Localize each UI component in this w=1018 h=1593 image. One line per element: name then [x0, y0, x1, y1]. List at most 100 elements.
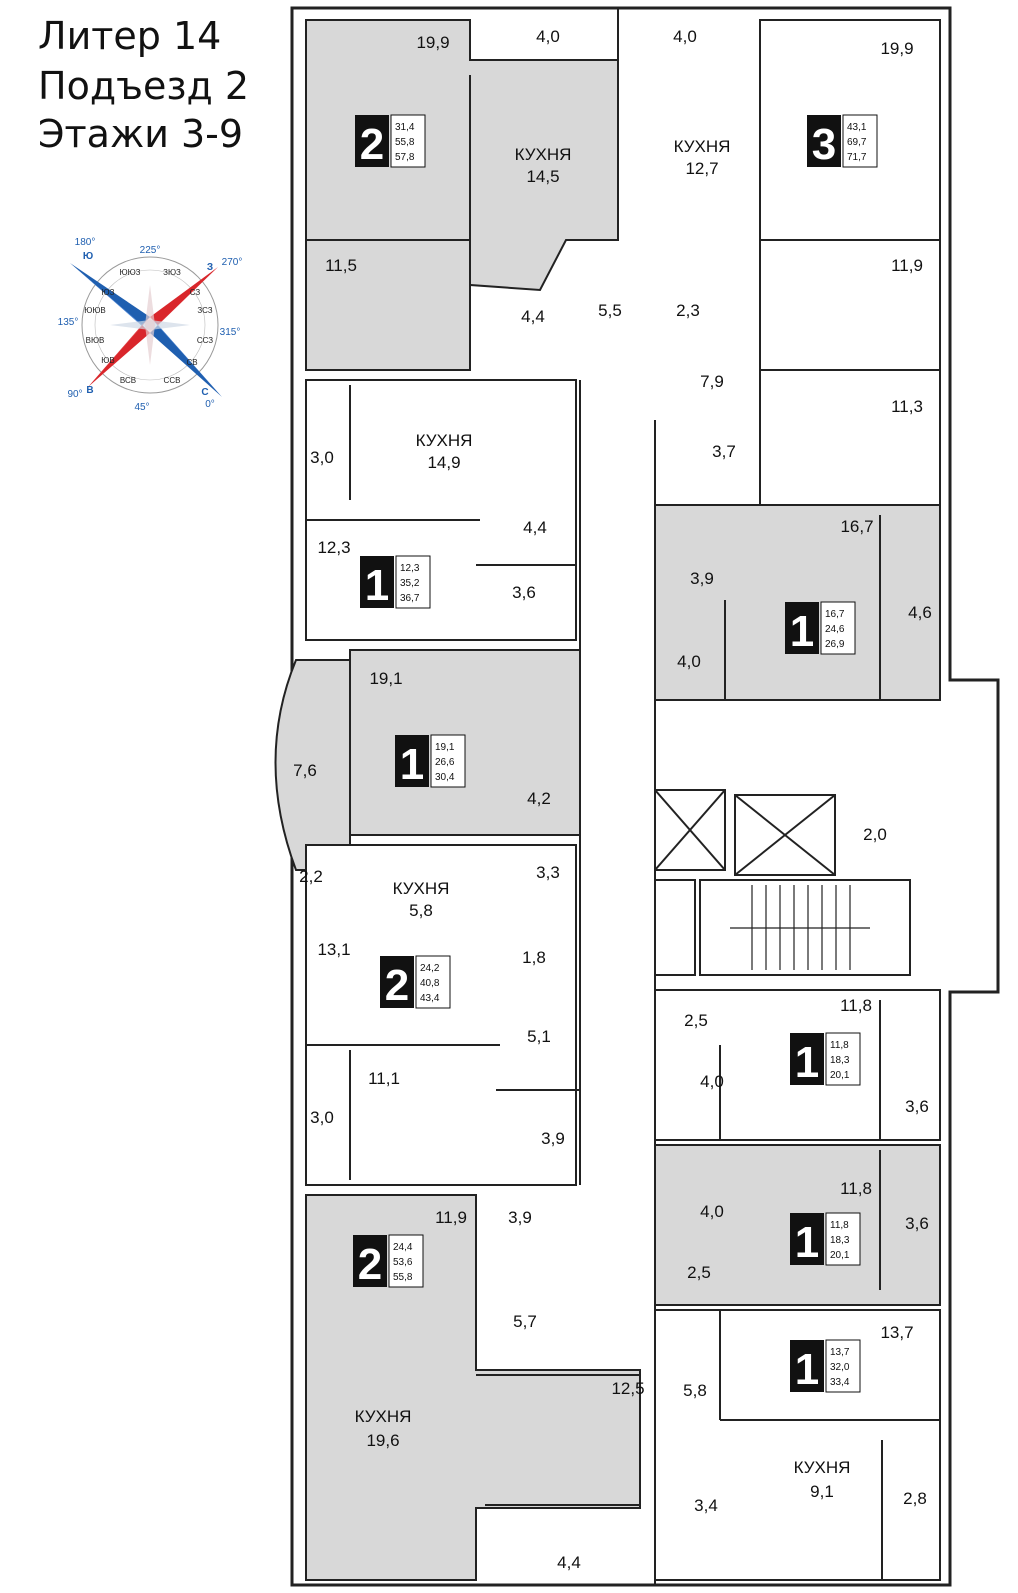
- compass-deg-0: 0°: [205, 399, 215, 410]
- room-area: 4,4: [521, 307, 545, 326]
- room-area: 19,1: [369, 669, 402, 688]
- room-area: 19,9: [416, 33, 449, 52]
- internal-walls: [306, 8, 940, 1585]
- room-area: 12,5: [611, 1379, 644, 1398]
- svg-text:9,1: 9,1: [810, 1482, 834, 1501]
- room-area: 3,6: [512, 583, 536, 602]
- apartment-badge[interactable]: 1 11,8 18,3 20,1: [790, 1212, 861, 1267]
- svg-text:КУХНЯ: КУХНЯ: [674, 137, 731, 156]
- room-area: 4,0: [700, 1202, 724, 1221]
- svg-text:СЗ: СЗ: [190, 288, 201, 297]
- svg-text:ЮЮЗ: ЮЮЗ: [120, 268, 141, 277]
- apartment-badge[interactable]: 1 19,1 26,6 30,4: [395, 734, 466, 789]
- room-area: 3,7: [712, 442, 736, 461]
- svg-text:2: 2: [360, 120, 384, 169]
- compass-rose-icon: Ю З С В 180° 225° 270° 315° 0° 45° 90° 1…: [58, 237, 243, 413]
- svg-text:СВ: СВ: [186, 358, 197, 367]
- compass-north: С: [201, 387, 208, 398]
- room-area: 5,1: [527, 1027, 551, 1046]
- svg-text:11,8: 11,8: [830, 1220, 849, 1231]
- svg-text:55,8: 55,8: [393, 1272, 413, 1283]
- svg-text:18,3: 18,3: [830, 1055, 850, 1066]
- apartment-badge[interactable]: 2 24,4 53,6 55,8: [353, 1234, 424, 1289]
- room-area: 2,8: [903, 1489, 927, 1508]
- room-area: 4,0: [673, 27, 697, 46]
- svg-text:13,7: 13,7: [830, 1347, 850, 1358]
- svg-text:24,2: 24,2: [420, 963, 440, 974]
- apartment-fills: [274, 19, 941, 1581]
- room-area: 4,2: [527, 789, 551, 808]
- compass-deg-90: 90°: [67, 389, 82, 400]
- svg-text:ВЮВ: ВЮВ: [86, 336, 105, 345]
- svg-text:5,8: 5,8: [409, 901, 433, 920]
- apartment-badge[interactable]: 1 12,3 35,2 36,7: [360, 555, 431, 610]
- apartment-badge[interactable]: 2 24,2 40,8 43,4: [380, 955, 451, 1010]
- room-area: 5,5: [598, 301, 622, 320]
- svg-text:ЗЮЗ: ЗЮЗ: [163, 268, 181, 277]
- svg-text:31,4: 31,4: [395, 122, 415, 133]
- svg-text:16,7: 16,7: [825, 609, 845, 620]
- room-area: 2,0: [863, 825, 887, 844]
- entrance-title: Подъезд 2: [38, 64, 250, 108]
- staircase-icon: [730, 885, 870, 970]
- room-area: 2,5: [684, 1011, 708, 1030]
- room-area: 2,2: [299, 867, 323, 886]
- svg-text:ЗСЗ: ЗСЗ: [197, 306, 212, 315]
- svg-text:1: 1: [795, 1038, 819, 1087]
- svg-text:43,1: 43,1: [847, 122, 867, 133]
- room-area: 4,0: [700, 1072, 724, 1091]
- compass-deg-180: 180°: [75, 237, 96, 248]
- svg-text:30,4: 30,4: [435, 772, 455, 783]
- room-area: 7,6: [293, 761, 317, 780]
- svg-text:69,7: 69,7: [847, 137, 867, 148]
- room-area: 4,4: [557, 1553, 581, 1572]
- svg-text:57,8: 57,8: [395, 152, 415, 163]
- apartment-badge[interactable]: 1 13,7 32,0 33,4: [790, 1339, 861, 1394]
- svg-text:71,7: 71,7: [847, 152, 867, 163]
- svg-text:26,9: 26,9: [825, 639, 845, 650]
- room-area: 2,3: [676, 301, 700, 320]
- room-area: 4,0: [677, 652, 701, 671]
- svg-text:1: 1: [400, 740, 424, 789]
- svg-text:КУХНЯ: КУХНЯ: [794, 1458, 851, 1477]
- room-area: 13,7: [880, 1323, 913, 1342]
- room-area: 11,1: [368, 1069, 400, 1088]
- svg-text:ЮЗ: ЮЗ: [102, 288, 115, 297]
- svg-text:18,3: 18,3: [830, 1235, 850, 1246]
- room-area: 3,3: [536, 863, 560, 882]
- apartment-badge[interactable]: 3 43,1 69,7 71,7: [807, 114, 878, 169]
- compass-deg-315: 315°: [220, 327, 241, 338]
- svg-text:11,8: 11,8: [830, 1040, 849, 1051]
- room-area: 5,7: [513, 1312, 537, 1331]
- room-area: 4,0: [536, 27, 560, 46]
- room-area: 4,6: [908, 603, 932, 622]
- apartment-badge[interactable]: 2 31,4 55,8 57,8: [355, 114, 426, 169]
- apartment-badge[interactable]: 1 16,7 24,6 26,9: [785, 601, 856, 656]
- compass-deg-45: 45°: [134, 402, 149, 413]
- svg-text:14,5: 14,5: [526, 167, 559, 186]
- room-area: 3,6: [905, 1214, 929, 1233]
- svg-text:12,3: 12,3: [400, 563, 420, 574]
- floors-title: Этажи 3-9: [38, 112, 244, 156]
- svg-text:53,6: 53,6: [393, 1257, 413, 1268]
- svg-text:ЮВ: ЮВ: [101, 356, 114, 365]
- room-area: 13,1: [317, 940, 350, 959]
- svg-text:14,9: 14,9: [427, 453, 460, 472]
- room-area: 11,8: [840, 996, 872, 1015]
- svg-text:19,1: 19,1: [435, 742, 455, 753]
- apartment-badge[interactable]: 1 11,8 18,3 20,1: [790, 1032, 861, 1087]
- room-area: 12,3: [317, 538, 350, 557]
- svg-text:19,6: 19,6: [366, 1431, 399, 1450]
- svg-text:ЮЮВ: ЮЮВ: [84, 306, 106, 315]
- compass-south: Ю: [83, 251, 93, 262]
- room-area: 3,9: [541, 1129, 565, 1148]
- room-area: 3,9: [508, 1208, 532, 1227]
- svg-text:1: 1: [795, 1345, 819, 1394]
- room-area: 2,5: [687, 1263, 711, 1282]
- svg-text:35,2: 35,2: [400, 578, 420, 589]
